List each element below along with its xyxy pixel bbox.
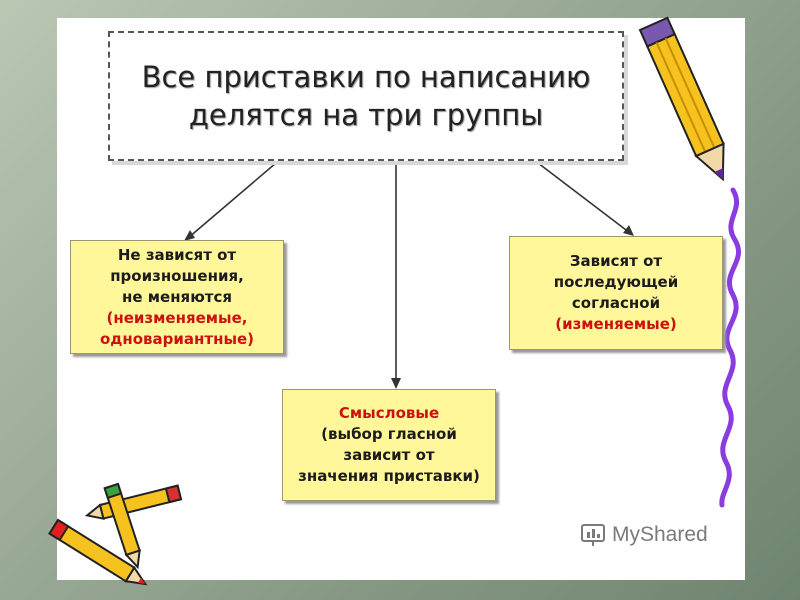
group-right-note: (изменяемые) [555,315,677,333]
connector-arrows [187,162,631,384]
arrow-left [187,162,277,239]
group-left-note: (неизменяемые, [106,308,248,327]
arrowhead-left [184,230,195,241]
arrow-right [537,162,631,234]
arrowhead-center [391,378,401,389]
group-left-line: Не зависят от [117,245,237,264]
group-right-line: Зависят от [569,252,663,270]
group-right-line: последующей [553,273,679,291]
crayons-icon [48,482,183,586]
title-line-1: Все приставки по написанию [141,60,591,94]
group-left-line: произношения, [110,266,244,285]
arrowhead-right [623,225,634,236]
group-box-unchangeable: Не зависят от произношения, не меняются … [70,240,284,354]
title-box: Все приставки по написанию делятся на тр… [108,31,624,161]
group-box-changeable: Зависят от последующей согласной (изменя… [509,236,723,350]
group-left-note: одновариантные) [99,329,255,348]
group-left-line: не меняются [122,287,232,306]
watermark: MyShared [580,522,708,548]
group-box-semantic: Смысловые (выбор гласной зависит от знач… [282,389,496,501]
squiggle-line [719,187,742,508]
watermark-text: MyShared [612,523,708,546]
title-line-2: делятся на три группы [188,98,544,132]
pencil-icon [638,16,725,182]
group-center-line: значения приставки) [298,467,480,485]
group-center-line: (выбор гласной [321,425,457,443]
group-center-highlight: Смысловые [338,404,440,422]
group-right-line: согласной [571,294,661,312]
myshared-logo-icon [581,524,605,546]
group-center-line: зависит от [343,446,435,464]
arrowheads [184,225,634,389]
